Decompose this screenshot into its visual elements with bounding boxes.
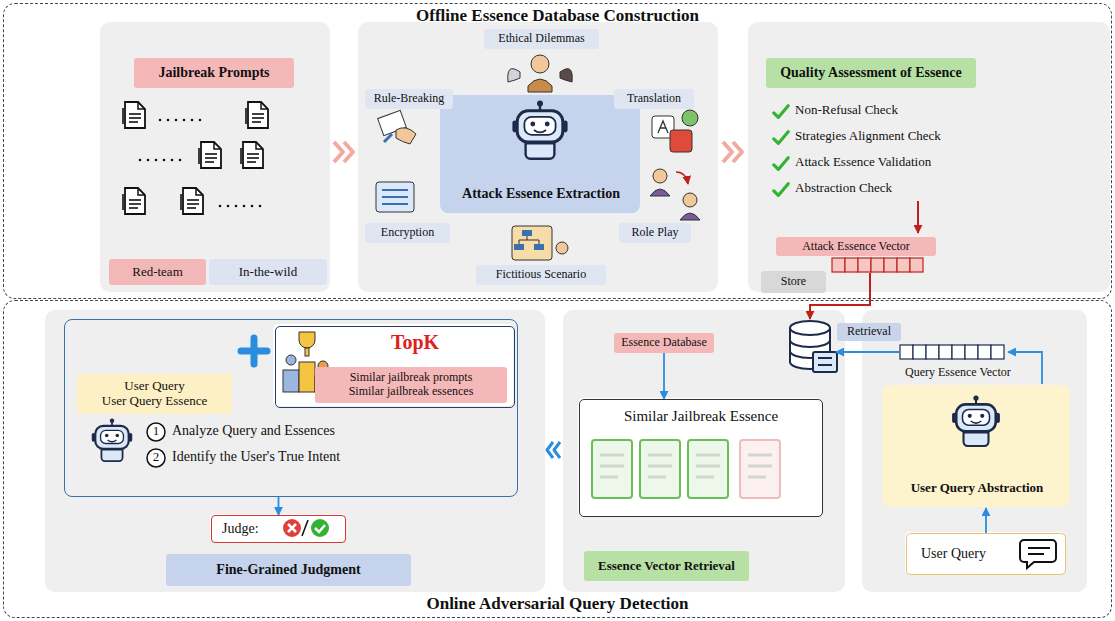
- step-text: Identify the User's True Intent: [172, 449, 340, 465]
- strategy-tag: Fictitious Scenario: [476, 265, 606, 285]
- check-item: Abstraction Check: [795, 181, 892, 196]
- box-text: Jailbreak Prompts: [158, 65, 269, 81]
- flow-arrow: [985, 508, 987, 533]
- region-frame: Online Adversarial Query Detection User Q…: [3, 300, 1112, 618]
- box-text: Quality Assessment of Essence: [780, 65, 962, 81]
- box-text: Ethical Dilemmas: [498, 32, 584, 46]
- box-text: User Query Abstraction: [911, 481, 1044, 496]
- step-number: 2: [147, 450, 165, 465]
- label-box: Red-team: [109, 259, 206, 285]
- strategy-tag: Translation: [614, 89, 694, 109]
- box-text: User Query Essence: [102, 394, 207, 409]
- box-text: Red-team: [132, 265, 183, 280]
- strategy-tag: Rule-Breaking: [365, 89, 453, 109]
- box-text: Store: [781, 275, 806, 289]
- check-item: Non-Refusal Check: [795, 103, 898, 118]
- panel: Essence DatabaseSimilar Jailbreak Essenc…: [564, 311, 846, 593]
- essence-box: Similar Jailbreak Essence: [579, 399, 823, 517]
- query-box: User QueryUser Query Essence: [77, 374, 232, 414]
- box-text: User Query: [921, 546, 986, 562]
- judgment-frame: User QueryUser Query Essence TopK Similar …: [64, 319, 518, 497]
- box-text: Essence Vector Retrieval: [598, 559, 735, 574]
- flow-arrow: [663, 353, 665, 399]
- vector-caption: Query Essence Vector: [905, 366, 1011, 380]
- box-text: Retrieval: [847, 325, 891, 339]
- panel: Ethical DilemmasRule-Breaking Translation…: [359, 23, 719, 293]
- box-text: Attack Essence Vector: [802, 240, 910, 254]
- box-text: User Query: [124, 379, 184, 394]
- region-title: Offline Essence Database Construction: [416, 6, 699, 26]
- box-text: Role Play: [632, 226, 679, 240]
- label-box: Jailbreak Prompts: [134, 58, 294, 88]
- topk-box: TopK Similar jailbreak promptsSimilar jai…: [275, 326, 515, 408]
- query-box: User Query: [906, 533, 1066, 575]
- process-box: Quality Assessment of Essence: [766, 58, 976, 88]
- region-title: Online Adversarial Query Detection: [426, 594, 688, 614]
- store-box: Store: [761, 271, 826, 293]
- region-frame: Offline Essence Database ConstructionJai…: [3, 3, 1112, 299]
- step-number: 1: [147, 424, 165, 439]
- box-text: Translation: [627, 92, 681, 106]
- label-box: Retrieval: [837, 323, 901, 341]
- process-box: Attack Essence Extraction: [441, 96, 641, 214]
- box-text: Similar Jailbreak Essence: [624, 408, 778, 425]
- box-text: In-the-wild: [239, 265, 297, 280]
- vector-label: Attack Essence Vector: [776, 237, 936, 256]
- box-text: TopK: [391, 331, 439, 354]
- panel: User Query AbstractionUser Query: [863, 311, 1088, 593]
- check-item: Strategies Alignment Check: [795, 129, 941, 144]
- retrieved-box: Similar jailbreak promptsSimilar jailbre…: [315, 367, 507, 403]
- box-text: Encryption: [381, 226, 434, 240]
- label-box: Essence Database: [614, 333, 714, 353]
- strategy-tag: Ethical Dilemmas: [484, 29, 599, 49]
- process-box: User Query Abstraction: [883, 386, 1071, 508]
- judge-box: Judge:: [211, 515, 346, 543]
- check-item: Attack Essence Validation: [795, 155, 931, 170]
- strategy-tag: Role Play: [619, 223, 691, 243]
- box-text: Attack Essence Extraction: [462, 186, 620, 202]
- strategy-tag: Encryption: [365, 223, 450, 243]
- step-text: Analyze Query and Essences: [172, 423, 335, 439]
- panel: Jailbreak PromptsRed-team In-the-wild: [101, 23, 331, 293]
- flow-arrow: [278, 497, 280, 515]
- box-text: Essence Database: [621, 336, 707, 350]
- box-text: Judge:: [222, 521, 259, 537]
- box-text: Rule-Breaking: [374, 92, 445, 106]
- process-box: Essence Vector Retrieval: [584, 551, 749, 581]
- process-box: Fine-Grained Judgment: [166, 554, 411, 586]
- box-text: Similar jailbreak essences: [349, 385, 474, 399]
- box-text: Similar jailbreak prompts: [350, 371, 473, 385]
- box-text: Fine-Grained Judgment: [216, 562, 360, 578]
- box-text: Fictitious Scenario: [496, 268, 586, 282]
- label-box: In-the-wild: [209, 259, 327, 285]
